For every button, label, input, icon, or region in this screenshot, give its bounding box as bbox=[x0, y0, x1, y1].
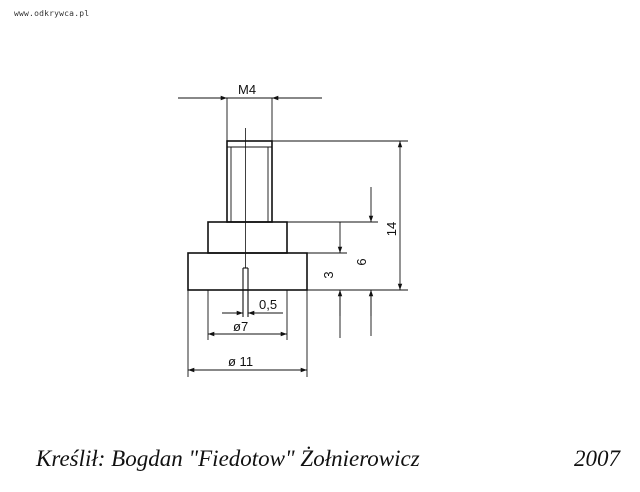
inner-diameter-label: ø7 bbox=[233, 319, 248, 334]
drawing-year: 2007 bbox=[574, 446, 620, 471]
thread-label: M4 bbox=[238, 82, 256, 97]
outer-diameter-label: ø 11 bbox=[228, 354, 253, 369]
slot-width-label: 0,5 bbox=[259, 297, 277, 312]
part-outline bbox=[187, 140, 308, 317]
dimension-lines bbox=[178, 95, 408, 377]
base-height-label: 3 bbox=[321, 271, 336, 278]
dimension-labels: M4 14 6 3 0,5 ø7 ø 11 bbox=[228, 82, 399, 369]
upper-height-label: 6 bbox=[354, 258, 369, 265]
total-height-label: 14 bbox=[384, 222, 399, 236]
watermark: www.odkrywca.pl bbox=[14, 9, 90, 18]
threaded-shaft bbox=[226, 140, 273, 223]
upper-collar bbox=[207, 221, 288, 254]
author-credit: Kreślił: Bogdan "Fiedotow" Żołnierowicz bbox=[36, 446, 420, 471]
